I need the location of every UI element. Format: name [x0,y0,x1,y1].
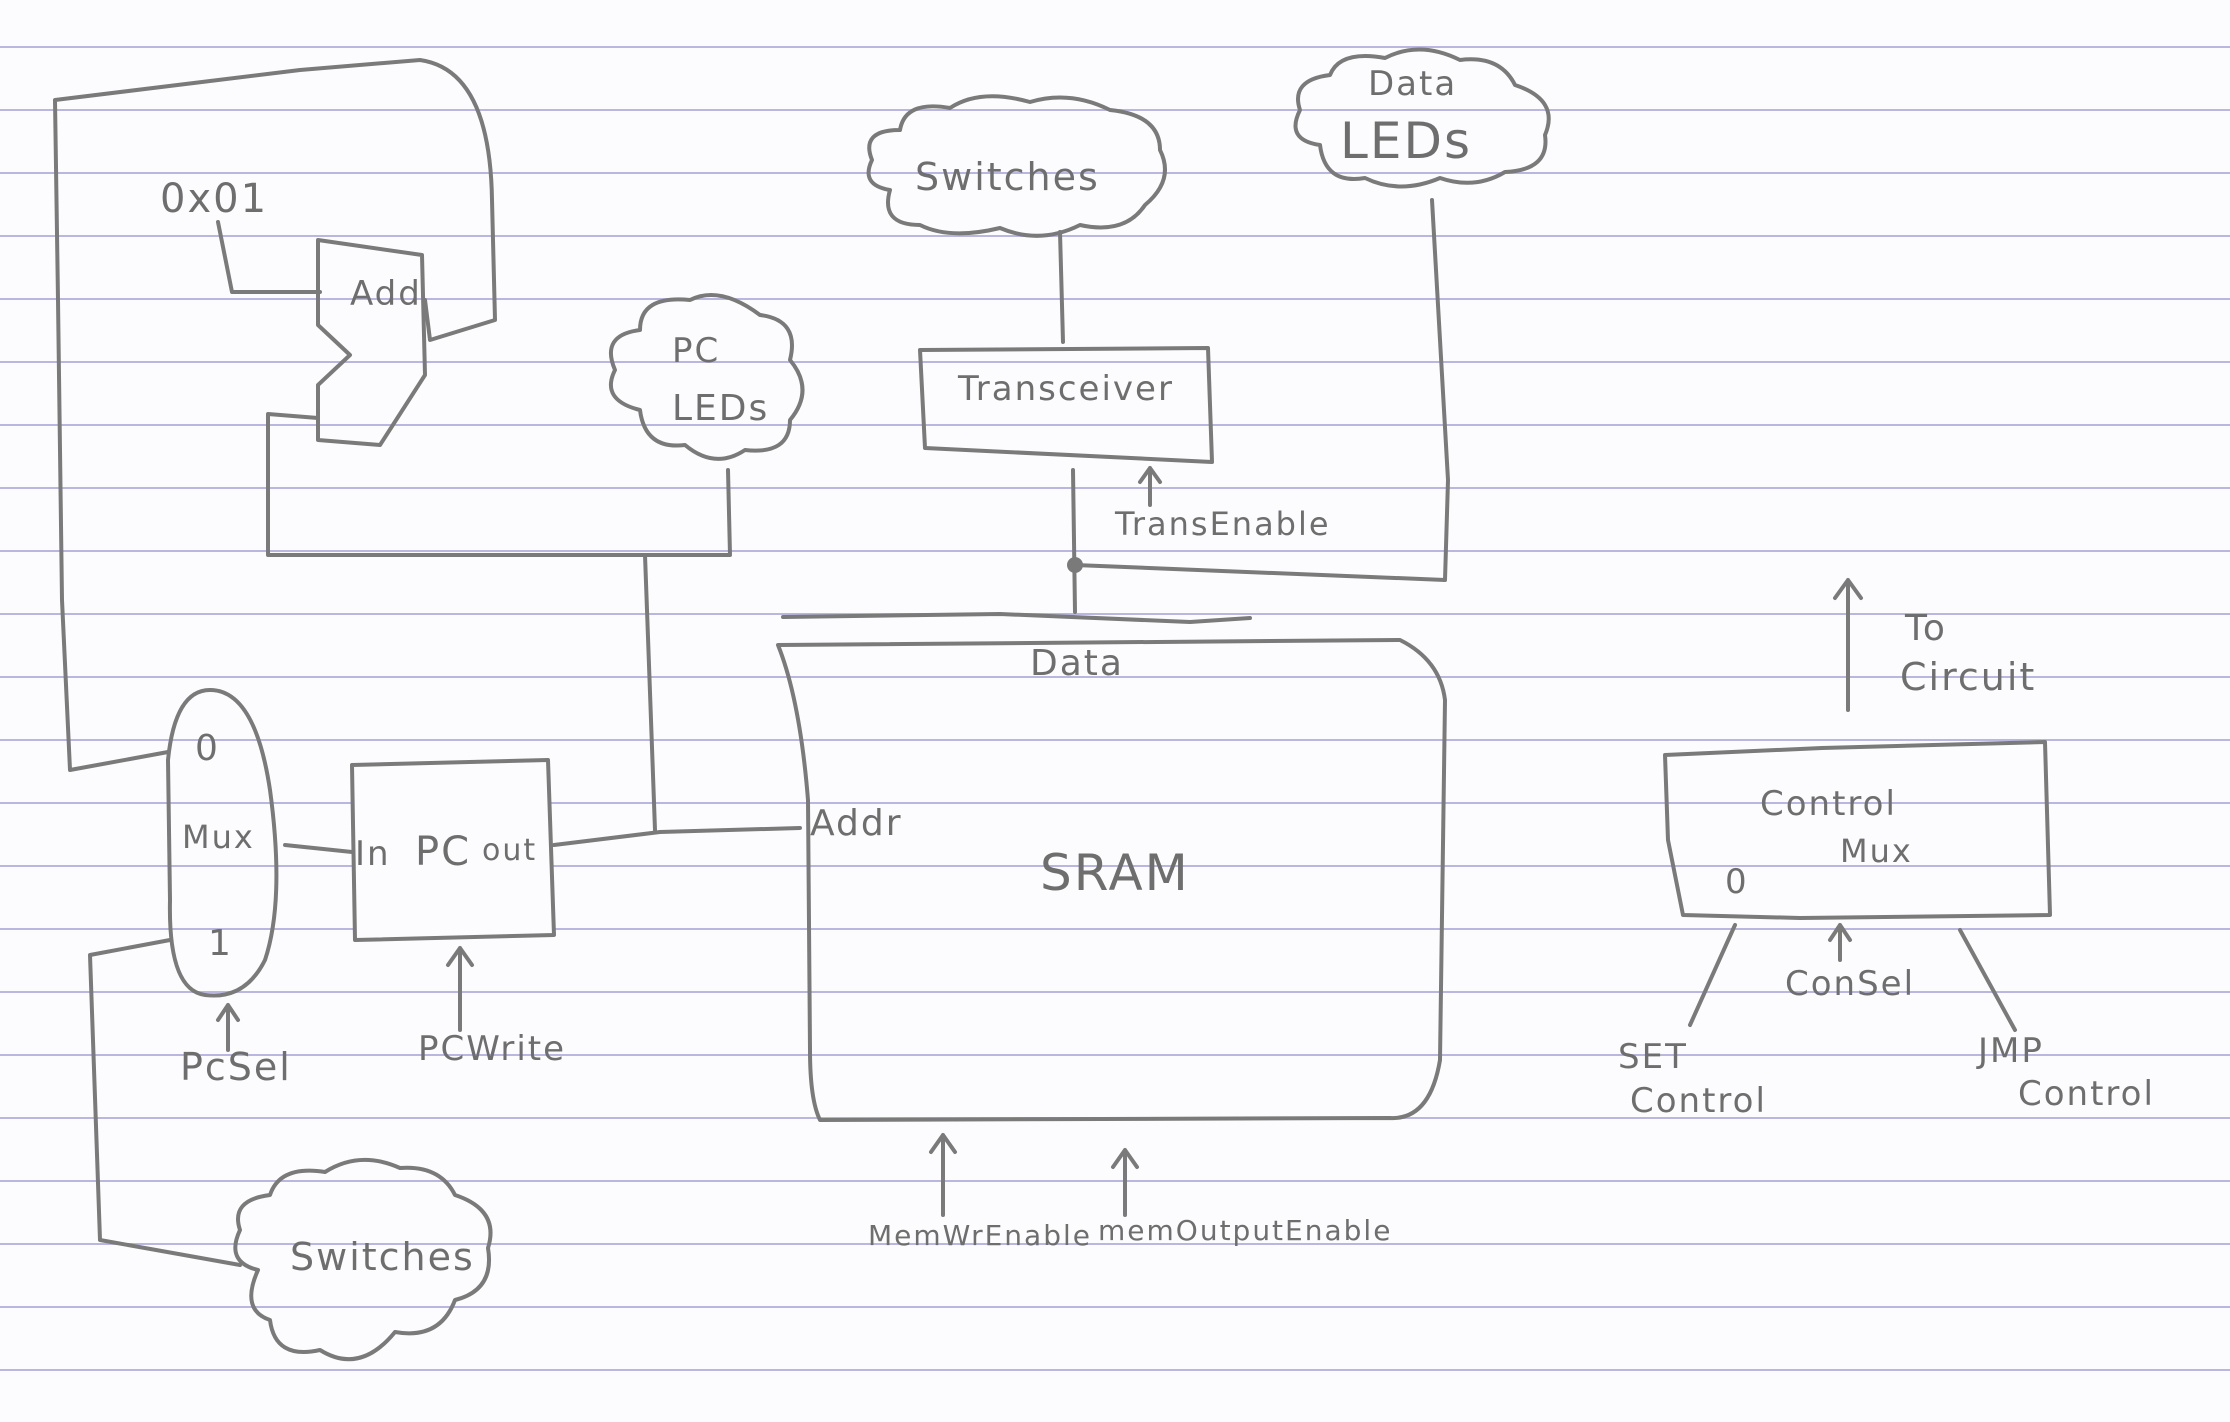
pc-leds-cloud [609,293,805,461]
transceiver-box [918,346,1214,464]
to-circuit-label-line1: To [1904,608,1947,649]
set-control-label-line2: Control [1630,1081,1767,1121]
data-bus-line [781,612,1252,624]
data-leds-label-line2: LEDs [1340,112,1472,170]
pc-loop-wire [53,58,497,772]
pc-bus-wire [643,553,657,832]
sram-data-port-label: Data [1030,643,1124,684]
adder-shape [316,238,427,447]
sram-box [776,638,1447,1122]
control-mux-input0-label: 0 [1725,862,1749,902]
consel-arrow [1828,923,1852,962]
sram-addr-port-label: Addr [810,803,903,844]
pcsel-arrow [216,1003,240,1052]
pc-leds-label-line1: PC [672,331,720,371]
mux-input1-label: 1 [208,923,233,964]
mem-output-enable-label: memOutputEnable [1098,1214,1392,1247]
adder-label: Add [350,274,422,314]
transceiver-label: Transceiver [957,369,1174,409]
pcwrite-label: PCWrite [418,1029,566,1069]
switches-to-mux-wire [88,938,242,1267]
adder-input-wire [266,412,732,557]
switches-bottom-label: Switches [290,1235,475,1279]
transenable-arrow [1138,466,1162,507]
consel-label: ConSel [1785,964,1915,1004]
jmp-control-wire [1958,928,2017,1032]
data-to-leds-wire [1073,198,1450,582]
control-mux-box [1663,740,2052,920]
pcsel-label: PcSel [180,1045,292,1089]
control-mux-label-line2: Mux [1840,832,1913,870]
control-mux-label-line1: Control [1760,784,1897,824]
mux-to-pc-wire [283,843,354,854]
mux-label: Mux [182,818,255,856]
set-control-wire [1688,923,1737,1027]
switches-bottom-cloud [233,1158,493,1362]
jmp-control-label-line2: Control [2018,1074,2155,1114]
pc-register-box [350,758,556,942]
mem-wr-enable-label: MemWrEnable [868,1219,1092,1252]
const-wire [216,220,322,294]
sram-label: SRAM [1040,844,1190,902]
data-leds-cloud [1293,47,1551,189]
pcwrite-arrow [446,946,474,1032]
memoutputenable-arrow [1111,1148,1139,1217]
memwrenable-arrow [929,1133,957,1217]
to-circuit-label-line2: Circuit [1900,655,2036,699]
transceiver-to-data-wire [1071,468,1077,614]
pc-leds-label-line2: LEDs [672,388,769,429]
pc-name-label: PC [415,829,471,875]
switches-top-cloud [866,94,1167,238]
pc-to-addr-wire [552,826,802,847]
switches-top-label: Switches [915,155,1100,199]
trans-enable-label: TransEnable [1114,505,1331,543]
pc-in-label: In [355,834,391,874]
jmp-control-label-line1: JMP [1976,1031,2044,1071]
const-0x01-label: 0x01 [160,176,268,222]
mux-shape [166,688,279,998]
mux-input0-label: 0 [195,728,220,769]
set-control-label-line1: SET [1618,1037,1688,1077]
pc-out-label: out [482,833,537,868]
to-circuit-arrow [1833,578,1863,712]
data-leds-label-line1: Data [1368,64,1457,104]
switches-to-transceiver-wire [1058,230,1065,344]
